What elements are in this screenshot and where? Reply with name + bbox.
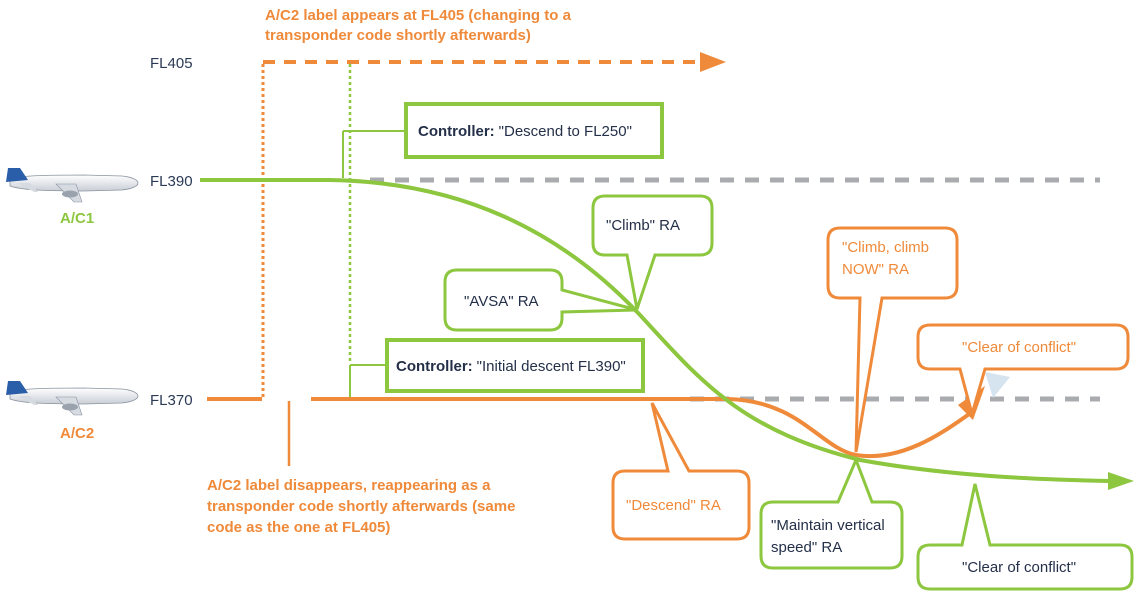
- ac2-label: A/C2: [60, 425, 94, 442]
- callout-clear-of-conflict-orange: "Clear of conflict": [916, 323, 1130, 420]
- svg-text:"AVSA" RA: "AVSA" RA: [464, 293, 539, 310]
- ac2-descent-curve: [311, 397, 974, 459]
- callout-clear-of-conflict-green: "Clear of conflict": [916, 483, 1134, 591]
- ac2-label-disappears-note: A/C2 label disappears, reappearing as a …: [207, 477, 520, 536]
- fl370-label: FL370: [150, 392, 193, 409]
- ac2-fl405-arrowhead: [700, 52, 726, 72]
- svg-text:"Climb" RA: "Climb" RA: [606, 217, 680, 234]
- ac1-aircraft-icon: [6, 168, 139, 203]
- callout-maintain-vertical-speed-ra: "Maintain vertical speed" RA: [759, 456, 904, 570]
- controller-box-descend-fl250: Controller:"Descend to FL250": [404, 102, 664, 159]
- ac2-aircraft-icon: [6, 381, 139, 416]
- svg-text:"Climb, climb NOW" RA: "Climb, climb NOW" RA: [842, 239, 933, 278]
- ac1-flight-path: [200, 64, 1134, 490]
- controller-box-initial-descent: Controller:"Initial descent FL390": [385, 338, 645, 393]
- ac1-descent-curve: [200, 178, 1111, 483]
- ac1-label: A/C1: [60, 210, 94, 227]
- fl405-label: FL405: [150, 55, 193, 72]
- svg-text:"Clear of conflict": "Clear of conflict": [962, 559, 1076, 576]
- fl390-label: FL390: [150, 173, 193, 190]
- svg-text:"Maintain vertical speed: "Maintain vertical speed" RA: [771, 517, 889, 556]
- svg-text:Controller:"Initial descent FL: Controller:"Initial descent FL390": [396, 358, 626, 375]
- controller-prefix: Controller:: [396, 358, 473, 375]
- ac2-label-appears-note: A/C2 label appears at FL405 (changing to…: [265, 7, 575, 44]
- svg-text:Controller:"Descend to FL250": Controller:"Descend to FL250": [418, 123, 632, 140]
- svg-text:"Clear of conflict": "Clear of conflict": [962, 339, 1076, 356]
- callout-avsa-ra: "AVSA" RA: [443, 268, 638, 332]
- callout-climb-ra: "Climb" RA: [591, 194, 714, 310]
- callout-climb-climb-now-ra: "Climb, climb NOW" RA: [826, 226, 959, 453]
- controller-instruction: "Initial descent FL390": [477, 358, 626, 375]
- svg-text:"Descend" RA: "Descend" RA: [626, 497, 721, 514]
- controller-instruction: "Descend to FL250": [499, 123, 632, 140]
- callout-descend-ra: "Descend" RA: [611, 402, 751, 541]
- controller-prefix: Controller:: [418, 123, 495, 140]
- ac1-arrowhead: [1108, 472, 1134, 490]
